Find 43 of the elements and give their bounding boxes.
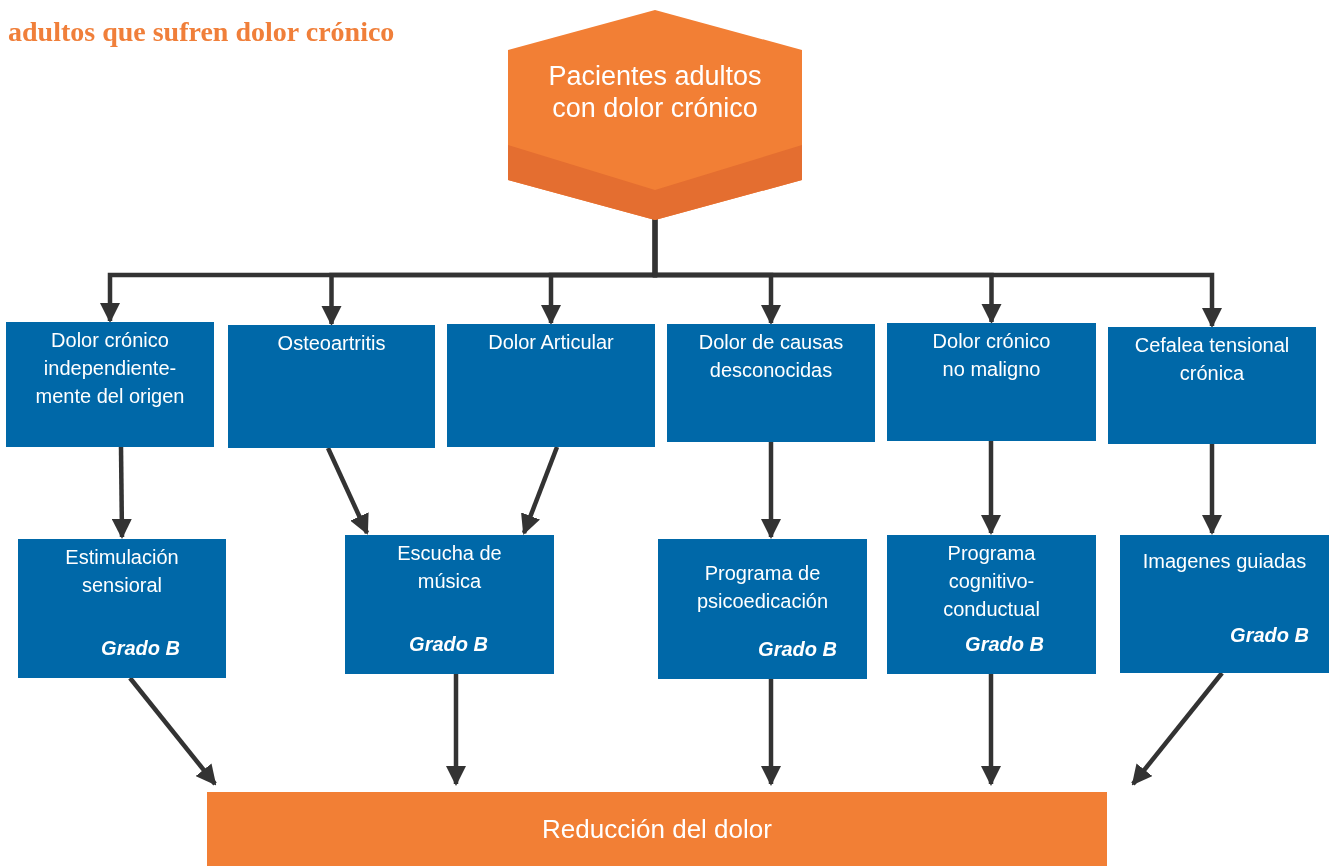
node-label: Dolor Articular (487, 330, 615, 355)
arrow (445, 674, 467, 787)
node-label: Osteoartritis (276, 331, 387, 356)
arrow (760, 679, 782, 787)
condition-box (887, 323, 1096, 441)
outcome-bar (207, 792, 1107, 866)
intervention-box (887, 535, 1096, 674)
arrow (128, 676, 217, 786)
grade-label: Grado B (408, 633, 489, 656)
condition-box (1108, 327, 1316, 444)
node-label: Imagenes guiadas (1141, 549, 1308, 574)
node-label: Estimulación sensioral (64, 545, 180, 598)
node-label: Programa cognitivo-conductual (942, 541, 1041, 622)
arrow (980, 441, 1002, 536)
node-label: Dolor de causas desconocidas (697, 330, 845, 383)
grade-label: Grado B (100, 637, 181, 660)
condition-box (447, 324, 655, 447)
arrow (1201, 444, 1223, 536)
arrow (111, 446, 132, 539)
condition-box (667, 324, 875, 442)
node-label: Dolor crónico independiente-mente del origen (34, 328, 186, 409)
condition-box (6, 322, 214, 447)
diagram-title: adultos que sufren dolor crónico (8, 16, 395, 48)
node-label: Cefalea tensional crónica (1133, 333, 1291, 386)
arrow (521, 446, 560, 535)
arrow (1131, 671, 1224, 786)
condition-box (228, 325, 435, 448)
intervention-box (345, 535, 554, 674)
grade-label: Grado B (1229, 624, 1310, 647)
grade-label: Grado B (964, 633, 1045, 656)
hexagon-node (508, 10, 802, 220)
node-label: Programa de psicoedicación (695, 561, 830, 614)
arrow (760, 442, 782, 540)
grade-label: Grado B (757, 638, 838, 661)
node-label: Escucha de música (396, 541, 503, 594)
node-label: Dolor crónico no maligno (931, 329, 1052, 382)
intervention-box (1120, 535, 1329, 673)
arrow (325, 447, 370, 535)
arrow (980, 674, 1002, 787)
intervention-box (658, 539, 867, 679)
intervention-box (18, 539, 226, 678)
node-label: Pacientes adultos con dolor crónico (547, 60, 763, 124)
node-label: Reducción del dolor (542, 813, 772, 845)
